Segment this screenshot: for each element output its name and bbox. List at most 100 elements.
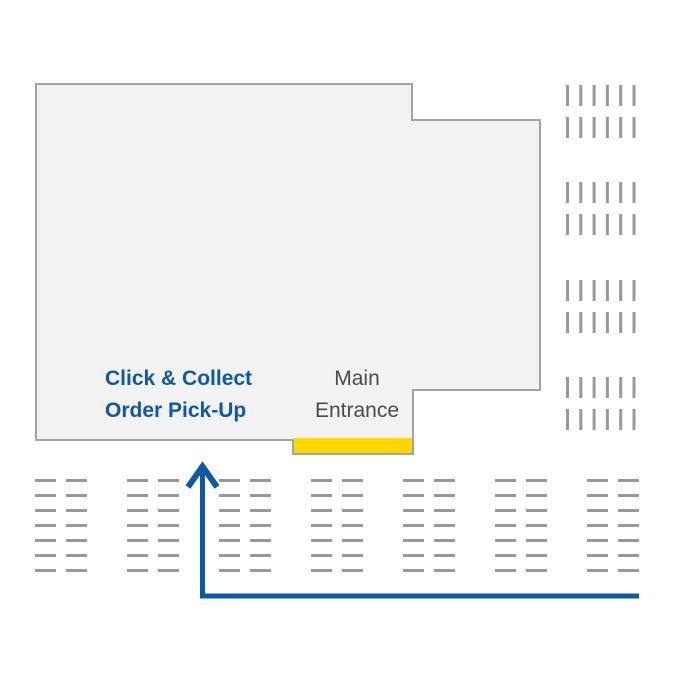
parking-space-line bbox=[219, 494, 240, 497]
parking-space-line bbox=[127, 509, 148, 512]
parking-space-line bbox=[526, 479, 547, 482]
click-collect-label: Click & Collect Order Pick-Up bbox=[105, 363, 252, 427]
parking-space-line bbox=[566, 214, 569, 235]
parking-space-line bbox=[495, 539, 516, 542]
parking-space-line bbox=[618, 524, 639, 527]
click-collect-label-line1: Click & Collect bbox=[105, 367, 253, 390]
parking-space-line bbox=[66, 554, 87, 557]
parking-space-line bbox=[632, 312, 636, 333]
main-entrance-label-line1: Main bbox=[334, 367, 380, 390]
parking-space-line bbox=[219, 479, 240, 482]
parking-space-line bbox=[311, 509, 332, 512]
parking-space-line bbox=[127, 569, 148, 572]
parking-space-line bbox=[587, 509, 608, 512]
parking-space-line bbox=[250, 494, 271, 497]
parking-space-line bbox=[566, 117, 569, 138]
parking-space-line bbox=[605, 182, 609, 203]
parking-space-line bbox=[526, 554, 547, 557]
parking-space-line bbox=[526, 509, 547, 512]
parking-space-line bbox=[587, 494, 608, 497]
entrance-marker bbox=[294, 438, 412, 453]
parking-space-line bbox=[403, 524, 424, 527]
parking-space-line bbox=[127, 479, 148, 482]
parking-space-line bbox=[158, 524, 179, 527]
parking-space-line bbox=[127, 524, 148, 527]
parking-space-line bbox=[342, 569, 363, 572]
parking-space-line bbox=[403, 569, 424, 572]
parking-space-line bbox=[605, 85, 609, 106]
parking-space-line bbox=[619, 377, 623, 398]
parking-space-line bbox=[250, 569, 271, 572]
parking-space-line bbox=[219, 569, 240, 572]
parking-space-line bbox=[495, 569, 516, 572]
parking-space-line bbox=[158, 539, 179, 542]
parking-space-line bbox=[632, 182, 636, 203]
parking-space-line bbox=[35, 509, 56, 512]
parking-space-line bbox=[342, 494, 363, 497]
parking-space-line bbox=[434, 569, 455, 572]
click-collect-label-line2: Order Pick-Up bbox=[105, 399, 247, 422]
parking-space-line bbox=[35, 479, 56, 482]
parking-space-line bbox=[403, 554, 424, 557]
parking-space-line bbox=[35, 524, 56, 527]
parking-space-line bbox=[605, 280, 609, 301]
parking-space-line bbox=[66, 524, 87, 527]
parking-space-line bbox=[66, 509, 87, 512]
parking-space-line bbox=[619, 312, 623, 333]
parking-space-line bbox=[566, 280, 569, 301]
parking-space-line bbox=[403, 509, 424, 512]
parking-space-line bbox=[158, 569, 179, 572]
parking-space-line bbox=[592, 280, 596, 301]
parking-space-line bbox=[342, 479, 363, 482]
parking-space-line bbox=[632, 409, 636, 430]
parking-space-line bbox=[342, 554, 363, 557]
parking-space-line bbox=[619, 280, 623, 301]
parking-space-line bbox=[579, 85, 583, 106]
parking-space-line bbox=[579, 117, 583, 138]
parking-space-line bbox=[495, 524, 516, 527]
parking-space-line bbox=[579, 182, 583, 203]
parking-space-line bbox=[311, 479, 332, 482]
parking-space-line bbox=[434, 554, 455, 557]
parking-space-line bbox=[403, 479, 424, 482]
parking-space-line bbox=[434, 539, 455, 542]
parking-space-line bbox=[526, 524, 547, 527]
main-entrance-label: Main Entrance bbox=[287, 363, 427, 427]
parking-space-line bbox=[618, 539, 639, 542]
route-arrowhead-icon bbox=[185, 461, 220, 489]
parking-space-line bbox=[605, 409, 609, 430]
parking-space-line bbox=[566, 312, 569, 333]
parking-space-line bbox=[66, 479, 87, 482]
parking-space-line bbox=[566, 85, 569, 106]
parking-space-line bbox=[250, 509, 271, 512]
parking-space-line bbox=[619, 214, 623, 235]
parking-space-line bbox=[619, 85, 623, 106]
parking-space-line bbox=[579, 377, 583, 398]
parking-space-line bbox=[311, 554, 332, 557]
parking-space-line bbox=[35, 539, 56, 542]
parking-space-line bbox=[66, 494, 87, 497]
parking-space-line bbox=[605, 312, 609, 333]
parking-space-line bbox=[219, 539, 240, 542]
parking-space-line bbox=[592, 409, 596, 430]
parking-space-line bbox=[579, 312, 583, 333]
parking-space-line bbox=[66, 569, 87, 572]
parking-space-line bbox=[566, 409, 569, 430]
parking-space-line bbox=[342, 524, 363, 527]
parking-space-line bbox=[158, 509, 179, 512]
parking-space-line bbox=[495, 479, 516, 482]
parking-space-line bbox=[526, 539, 547, 542]
parking-space-line bbox=[311, 494, 332, 497]
parking-space-line bbox=[632, 117, 636, 138]
parking-space-line bbox=[587, 479, 608, 482]
parking-space-line bbox=[605, 117, 609, 138]
parking-space-line bbox=[632, 280, 636, 301]
parking-space-line bbox=[619, 117, 623, 138]
parking-space-line bbox=[579, 214, 583, 235]
parking-space-line bbox=[219, 524, 240, 527]
parking-space-line bbox=[35, 554, 56, 557]
parking-space-line bbox=[592, 182, 596, 203]
parking-space-line bbox=[618, 494, 639, 497]
parking-space-line bbox=[158, 494, 179, 497]
parking-space-line bbox=[342, 509, 363, 512]
